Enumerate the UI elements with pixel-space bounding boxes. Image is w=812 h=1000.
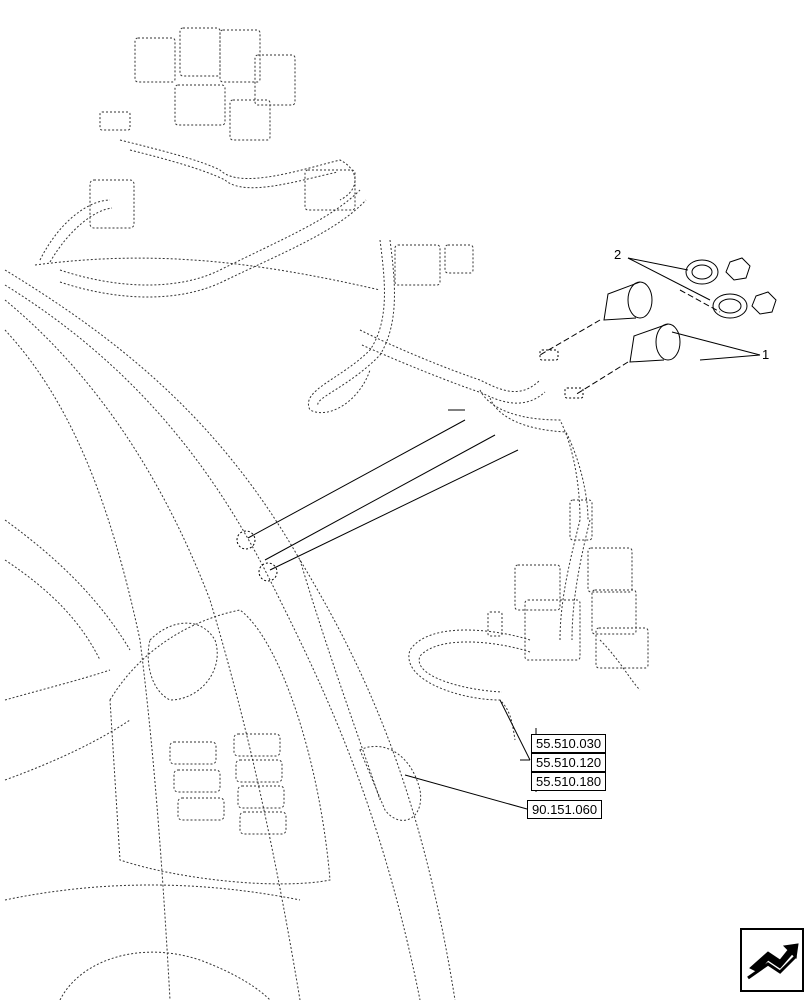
power-sockets [539,281,681,399]
callout-1: 1 [762,347,769,362]
connector-blocks-top [89,27,474,286]
reference-55-510-180[interactable]: 55.510.180 [531,772,607,791]
return-arrow-icon[interactable] [740,928,804,992]
switch-panel [169,733,287,835]
reference-55-510-030[interactable]: 55.510.030 [531,734,607,753]
connector-blocks-right [487,499,649,669]
reference-55-510-120[interactable]: 55.510.120 [531,753,607,772]
wiring-harness [39,139,641,741]
reference-90-151-060[interactable]: 90.151.060 [527,800,603,819]
mounting-holes [236,530,278,582]
callout-2: 2 [614,247,621,262]
leader-lines [247,257,761,810]
cab-structure [4,257,456,1000]
retaining-rings [679,257,777,319]
